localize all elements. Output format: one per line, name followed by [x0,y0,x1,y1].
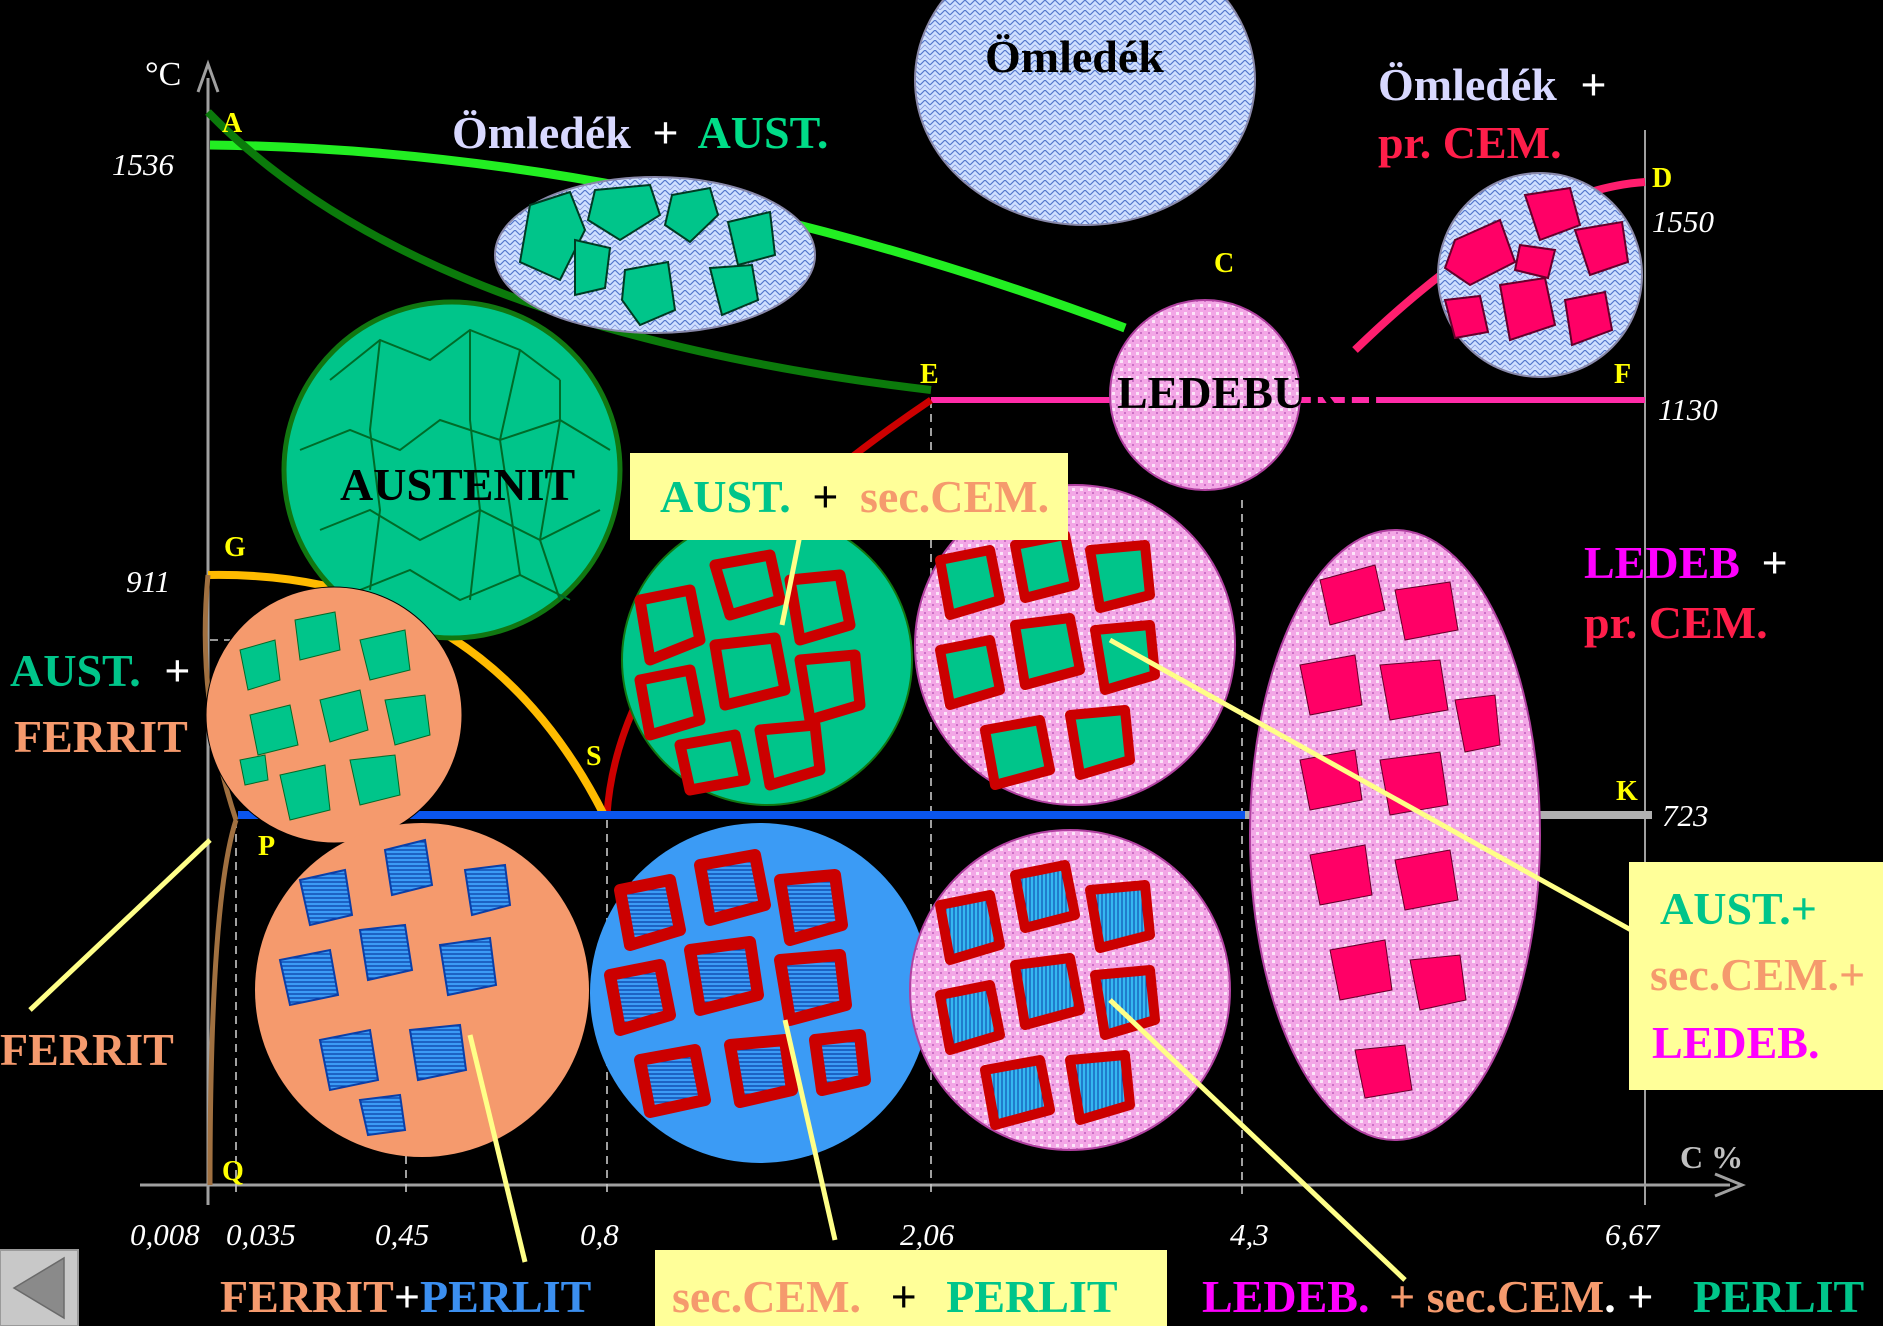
svg-text:sec.CEM. + PERLIT: sec.CEM. + PERLIT [672,1271,1118,1322]
ferrit-perlit-plus: + [394,1271,420,1322]
aust-seccem-callout: AUST. + sec.CEM. [630,453,1068,540]
ledeb-primcem-ledeb: LEDEB [1584,537,1740,588]
svg-text:Ömledék + AUST.: Ömledék + AUST. [452,107,828,158]
aust-seccem-cem: sec.CEM. [860,471,1049,522]
svg-text:Ömledék +: Ömledék + [1378,59,1607,110]
aust-ferrit-label: AUST. + FERRIT [10,645,191,762]
ledeb-primcem-label: LEDEB + pr. CEM. [1584,537,1788,648]
melt-austenite-structure [495,177,815,333]
austenite-ferrite-structure [206,587,462,843]
bottom-right-perlit: PERLIT [1693,1271,1864,1322]
triple-seccem: sec.CEM.+ [1650,949,1865,1000]
melt-aust-word: Ömledék [452,107,631,158]
ferrit-perlit-perlit: PERLIT [420,1271,591,1322]
melt-aust-phase: AUST. [698,107,829,158]
point-s: S [586,741,602,772]
aust-seccem-aust: AUST. [660,471,791,522]
x-axis-unit: C % [1680,1139,1743,1175]
tick-x-43: 4,3 [1230,1217,1269,1252]
point-g: G [224,532,246,563]
ledeb-seccem-perlite-structure [910,830,1230,1150]
arrow-ferrit [30,840,210,1010]
seccem-perlit-plus: + [891,1271,917,1322]
ledeb-seccem-perlit-label: LEDEB. + sec.CEM. + PERLIT [1202,1271,1864,1322]
melt-structure: Ömledék [915,0,1255,225]
aust-seccem-plus: + [812,471,838,522]
tick-y-911: 911 [126,564,170,599]
seccem-perlit-perlit: PERLIT [946,1271,1117,1322]
triple-callout: AUST.+ sec.CEM.+ LEDEB. [1629,862,1883,1090]
bottom-right-plus: . + [1604,1271,1653,1322]
tick-y-1550: 1550 [1652,204,1715,239]
ledeb-primcem-cem: pr. CEM. [1584,597,1768,648]
point-d: D [1652,163,1672,194]
ferrite-perlite-structure [255,823,589,1157]
svg-text:LEDEB +: LEDEB + [1584,537,1788,588]
bottom-right-ledeb: LEDEB. [1202,1271,1369,1322]
point-a: A [222,108,243,139]
aust-ferrit-aust: AUST. [10,645,141,696]
y-axis-unit: °C [145,56,181,93]
tick-y-1536: 1536 [112,147,175,182]
point-f: F [1614,359,1631,390]
melt-cem-word: Ömledék [1378,59,1557,110]
tick-x-08: 0,8 [580,1217,619,1252]
point-q: Q [222,1156,244,1187]
melt-cem-plus: + [1580,59,1606,110]
ferrit-label: FERRIT [0,1024,174,1075]
ledeb-primcem-plus: + [1761,537,1787,588]
ferrit-perlit-ferrit: FERRIT [220,1271,394,1322]
svg-text:LEDEB. + sec.CEM. +: LEDEB. + sec.CEM. + PERLIT [1202,1271,1864,1322]
back-button[interactable] [0,1250,78,1326]
austenite-seccem-structure [622,515,912,805]
tick-x-0035: 0,035 [226,1217,296,1252]
point-k: K [1616,776,1638,807]
melt-cem-phase: pr. CEM. [1378,117,1562,168]
triple-ledeb: LEDEB. [1652,1017,1819,1068]
svg-text:AUST. +: AUST. + [10,645,191,696]
seccem-perlite-structure [590,823,930,1163]
austenit-label: AUSTENIT [340,459,575,510]
tick-y-1130: 1130 [1658,392,1718,427]
aust-ferrit-plus: + [164,645,190,696]
ledeburit-label: LEDEBURIT [1117,367,1388,418]
tick-y-723: 723 [1662,798,1709,833]
melt-cementite-structure [1438,173,1642,377]
ferrite-solvus-pq [210,820,236,1185]
melt-cementite-label: Ömledék + pr. CEM. [1378,59,1607,168]
point-e: E [920,359,939,390]
tick-x-0008: 0,008 [130,1217,200,1252]
triple-aust: AUST.+ [1660,883,1817,934]
aust-ferrit-ferrit: FERRIT [14,711,188,762]
melt-austenite-label: Ömledék + AUST. [452,107,828,158]
seccem-perlit-cem: sec.CEM. [672,1271,861,1322]
melt-aust-plus: + [652,107,678,158]
svg-text:FERRIT+PERLIT: FERRIT+PERLIT [220,1271,591,1322]
seccem-perlit-callout: sec.CEM. + PERLIT [655,1250,1167,1326]
tick-x-045: 0,45 [375,1217,429,1252]
melt-label: Ömledék [985,31,1164,82]
point-c: C [1214,248,1234,279]
tick-x-206: 2,06 [900,1217,955,1252]
ledeburite-structure: LEDEBURIT [1110,300,1388,490]
tick-x-667: 6,67 [1605,1217,1661,1252]
ferrit-perlit-label: FERRIT+PERLIT [220,1271,591,1322]
bottom-right-seccem: + sec.CEM [1389,1271,1604,1322]
ledeb-primcem-structure [1250,530,1540,1140]
point-p: P [258,831,275,862]
